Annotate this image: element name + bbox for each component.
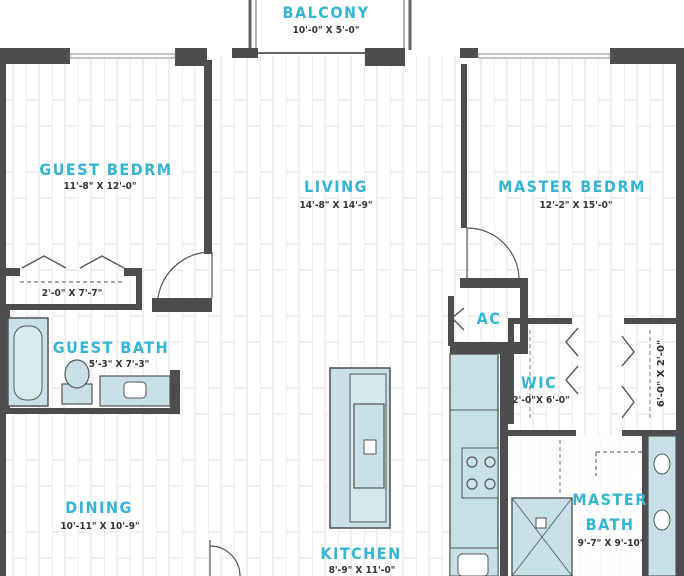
balcony-dimensions: 10'-0" X 5'-0" (292, 25, 360, 36)
balcony-outline (248, 0, 412, 50)
ac-label: AC (476, 309, 502, 328)
living-dimensions: 14'-8" X 14'-9" (299, 200, 373, 211)
dining-label: DINING (65, 498, 133, 517)
kitchen-label: KITCHEN (320, 544, 402, 563)
master-bath-dimensions: 9'-7" X 9'-10" (577, 538, 645, 549)
guest-bath-dimensions: 5'-3" X 7'-3" (88, 359, 150, 370)
living-label: LIVING (304, 177, 368, 196)
master-bath-label-line2: BATH (585, 515, 635, 534)
closet-rods (529, 330, 651, 494)
wic-label: WIC (520, 373, 558, 392)
balcony-floor (250, 0, 410, 50)
guest-bath-label: GUEST BATH (52, 338, 170, 357)
guest-closet-dimensions: 2'-0" X 7'-7" (41, 288, 103, 299)
door-swings (157, 227, 520, 576)
kitchen-island (329, 367, 391, 529)
guest-bath-fixtures (7, 317, 171, 407)
balcony-label: BALCONY (282, 3, 370, 22)
guest-bedroom-dimensions: 11'-8" X 12'-0" (63, 181, 137, 192)
master-bath-label-line1: MASTER (572, 490, 648, 509)
wic-dimensions: 2'-0"X 6'-0" (512, 395, 570, 406)
dining-dimensions: 10'-11" X 10'-9" (60, 521, 140, 532)
kitchen-dimensions: 8'-9" X 11'-0" (328, 565, 396, 576)
master-bath-fixtures (508, 435, 677, 576)
kitchen-counter (449, 353, 499, 576)
master-closet-dimensions: 6'-0" X 2'-0" (656, 339, 668, 408)
walls (0, 48, 684, 576)
windows (69, 53, 611, 59)
guest-bedroom-label: GUEST BEDRM (39, 160, 173, 179)
master-bedroom-dimensions: 12'-2" X 15'-0" (539, 200, 613, 211)
master-bedroom-label: MASTER BEDRM (498, 177, 646, 196)
